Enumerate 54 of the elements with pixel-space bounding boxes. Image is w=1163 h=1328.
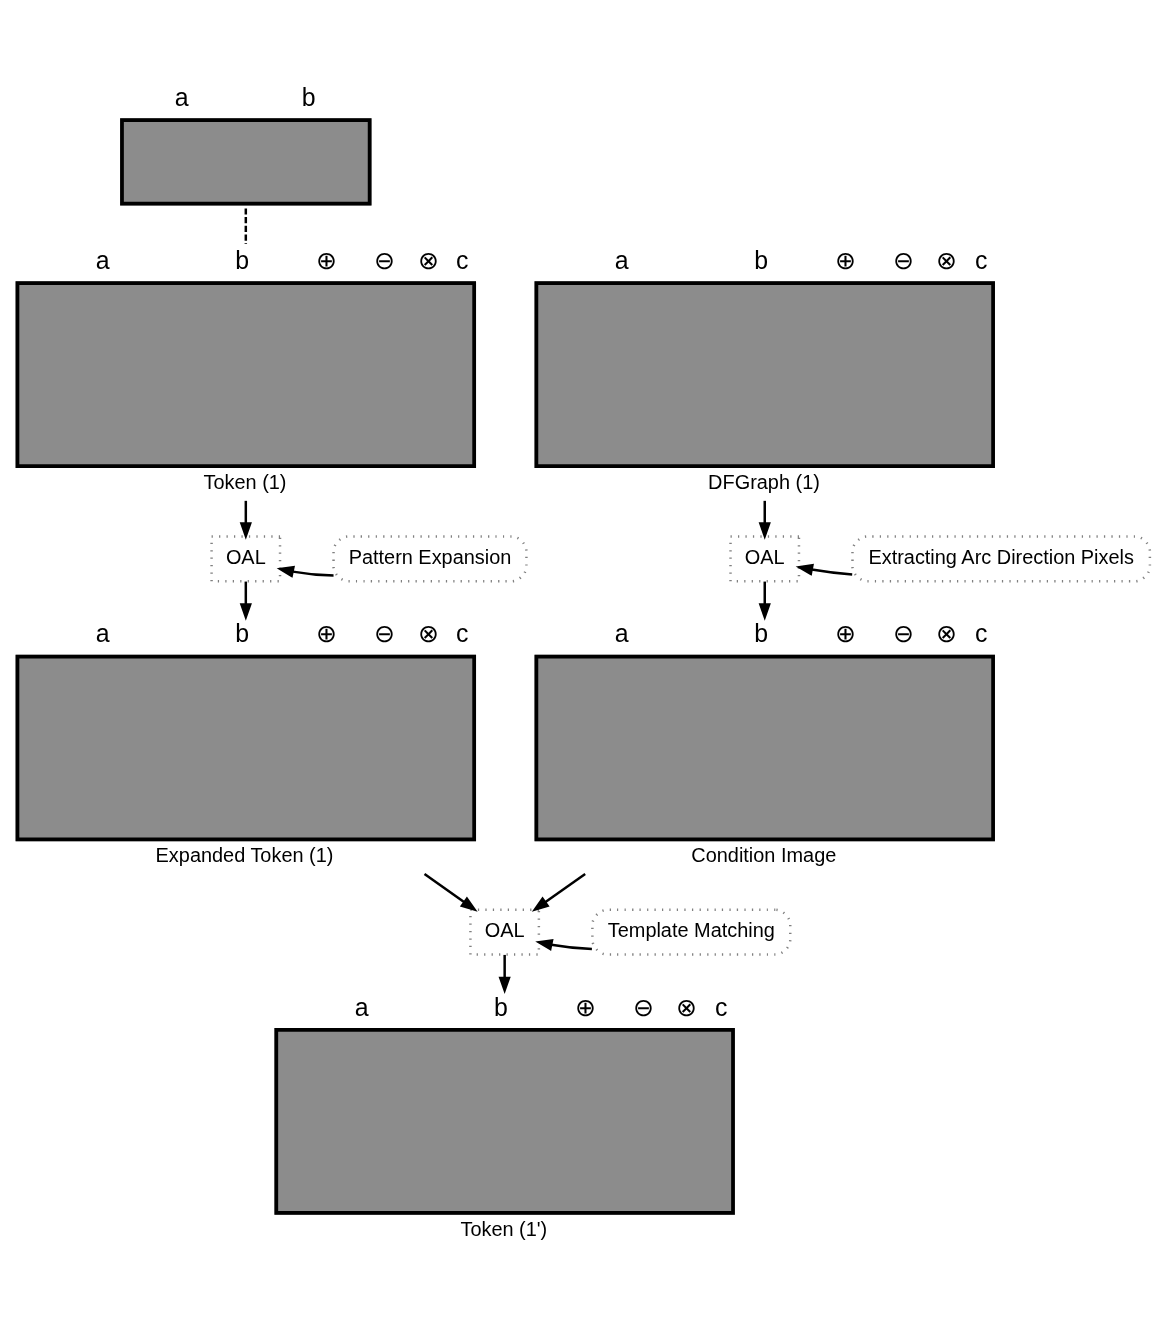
node-label: ⊖: [892, 619, 914, 648]
node-box: Template Matching: [591, 908, 792, 956]
node-label: ⊗: [676, 992, 698, 1021]
node-label: ⊕: [835, 619, 857, 648]
arrow: [758, 581, 771, 621]
node-label: a: [354, 992, 369, 1021]
node-label: b: [494, 992, 508, 1021]
node-label: b: [235, 619, 250, 648]
node-label: a: [95, 619, 110, 648]
node-label: ⊖: [373, 245, 395, 274]
node-label: b: [754, 245, 769, 274]
node-box: OAL: [469, 908, 541, 956]
node-label: ⊗: [936, 619, 958, 648]
node-label: a: [174, 82, 189, 111]
arrow: [239, 500, 252, 540]
node-label: a: [614, 245, 629, 274]
node-label: Token (1): [203, 470, 287, 493]
node-label: ⊕: [835, 245, 857, 274]
connector: [244, 208, 248, 244]
node-label: ⊖: [632, 992, 654, 1021]
node-label: ⊖: [373, 619, 395, 648]
node-label: c: [456, 619, 469, 648]
node-label: ⊕: [316, 619, 338, 648]
node-label: ⊕: [574, 992, 596, 1021]
node-box: Pattern Expansion: [332, 535, 528, 583]
node-label: ⊗: [417, 619, 439, 648]
node-label: ⊖: [892, 245, 914, 274]
arrow: [758, 500, 771, 540]
arrow: [423, 872, 478, 912]
node-label: ⊗: [936, 245, 958, 274]
arrow: [498, 954, 511, 995]
node-label: a: [95, 245, 110, 274]
node-label: c: [975, 245, 988, 274]
node-label: Token (1'): [460, 1217, 548, 1240]
arrow: [535, 939, 592, 951]
node-label: a: [614, 619, 629, 648]
node-label: c: [456, 245, 469, 274]
node-label: b: [301, 82, 316, 111]
node-label: c: [714, 992, 728, 1021]
node-label: c: [975, 619, 988, 648]
node-label: ⊕: [316, 245, 338, 274]
arrow: [276, 565, 334, 578]
arrow: [239, 581, 252, 621]
node-box: Extracting Arc Direction Pixels: [851, 535, 1152, 583]
node-label: ⊗: [417, 245, 439, 274]
arrow: [795, 563, 853, 576]
node-label: Condition Image: [691, 844, 837, 867]
node-label: b: [235, 245, 250, 274]
arrow: [531, 872, 586, 912]
node-label: DFGraph (1): [708, 470, 820, 493]
node-box: OAL: [210, 535, 282, 583]
node-box: OAL: [729, 535, 801, 583]
node-label: b: [754, 619, 769, 648]
node-label: Expanded Token (1): [155, 844, 334, 867]
